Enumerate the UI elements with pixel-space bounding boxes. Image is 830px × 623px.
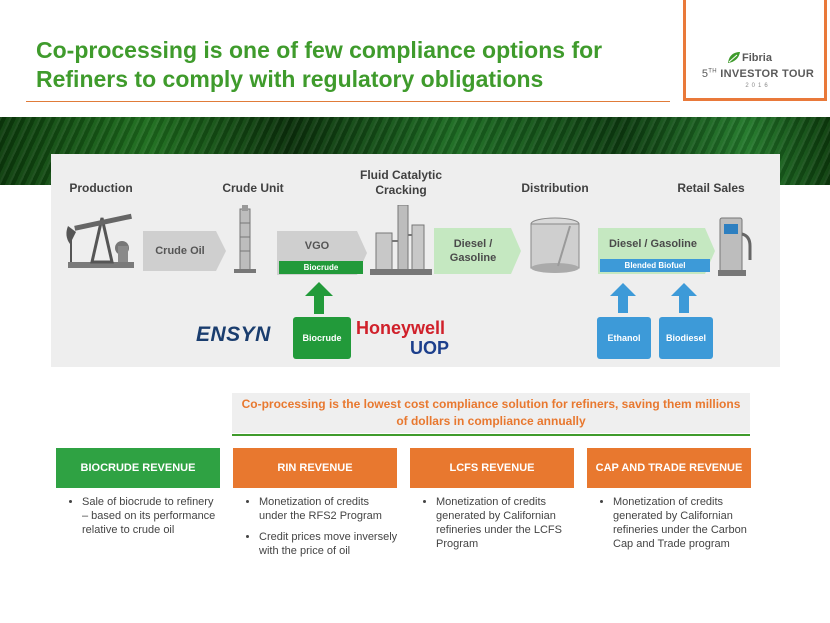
- ensyn-logo: ENSYN: [196, 323, 271, 346]
- stage-crude-unit: Crude Unit: [222, 181, 284, 195]
- bullet-item: Sale of biocrude to refinery – based on …: [82, 495, 222, 537]
- ethanol-input-box: Ethanol: [597, 317, 651, 359]
- stage-retail: Retail Sales: [677, 181, 745, 195]
- uop-logo: UOP: [410, 338, 450, 358]
- page-title: Co-processing is one of few compliance o…: [36, 37, 603, 92]
- logo-tour: 5TH INVESTOR TOUR: [701, 68, 815, 80]
- revenue-bullets-biocrude: Sale of biocrude to refinery – based on …: [62, 495, 222, 544]
- logo-year: 2016: [745, 83, 771, 89]
- bullet-item: Monetization of credits under the RFS2 P…: [259, 495, 399, 523]
- revenue-header-lcfs: LCFS REVENUE: [410, 448, 574, 488]
- honeywell-logo: Honeywell: [356, 318, 446, 338]
- diesel-chevron-1-shape: [434, 228, 521, 274]
- stage-distribution: Distribution: [521, 181, 589, 195]
- crude-oil-label: Crude Oil: [155, 245, 205, 257]
- bullet-item: Monetization of credits generated by Cal…: [436, 495, 576, 551]
- logo-brand: Fibria: [742, 52, 772, 64]
- biocrude-input-box: Biocrude: [293, 317, 351, 359]
- biocrude-up-arrow-icon: [305, 282, 333, 314]
- fuel-pump-icon: [718, 217, 752, 276]
- logo-frame: [683, 0, 827, 101]
- distillation-tower-icon: [234, 205, 256, 273]
- stage-fcc: Fluid Catalytic Cracking: [359, 168, 442, 197]
- title-underline: [26, 101, 670, 102]
- revenue-bullets-rin: Monetization of credits under the RFS2 P…: [239, 495, 399, 565]
- bullet-item: Credit prices move inversely with the pr…: [259, 530, 399, 558]
- crude-oil-chevron-shape: [143, 231, 226, 271]
- revenue-bullets-lcfs: Monetization of credits generated by Cal…: [416, 495, 576, 558]
- highlight-text: Co-processing is the lowest cost complia…: [241, 397, 741, 428]
- blended-biofuel-sub-label: Blended Biofuel: [600, 259, 710, 272]
- biocrude-sub-label: Biocrude: [279, 261, 363, 274]
- diesel-gasoline-label-2: Diesel / Gasoline: [608, 238, 698, 250]
- diesel-gasoline-label-1: Diesel / Gasoline: [449, 238, 497, 264]
- storage-tank-icon: [530, 217, 580, 273]
- revenue-header-biocrude: BIOCRUDE REVENUE: [56, 448, 220, 488]
- highlight-underline: [232, 434, 750, 436]
- highlight-box: [232, 393, 750, 433]
- biodiesel-input-box: Biodiesel: [659, 317, 713, 359]
- stage-production: Production: [69, 181, 133, 195]
- revenue-header-rin: RIN REVENUE: [233, 448, 397, 488]
- revenue-bullets-cap-trade: Monetization of credits generated by Cal…: [593, 495, 753, 558]
- oil-pump-jack-icon: [66, 213, 134, 268]
- revenue-header-cap-trade: CAP AND TRADE REVENUE: [587, 448, 751, 488]
- vgo-label: VGO: [304, 239, 330, 252]
- refinery-cracker-icon: [370, 205, 432, 275]
- ethanol-up-arrow-icon: [610, 283, 636, 313]
- bullet-item: Monetization of credits generated by Cal…: [613, 495, 753, 551]
- biodiesel-up-arrow-icon: [671, 283, 697, 313]
- leaf-logo-icon: [728, 52, 740, 63]
